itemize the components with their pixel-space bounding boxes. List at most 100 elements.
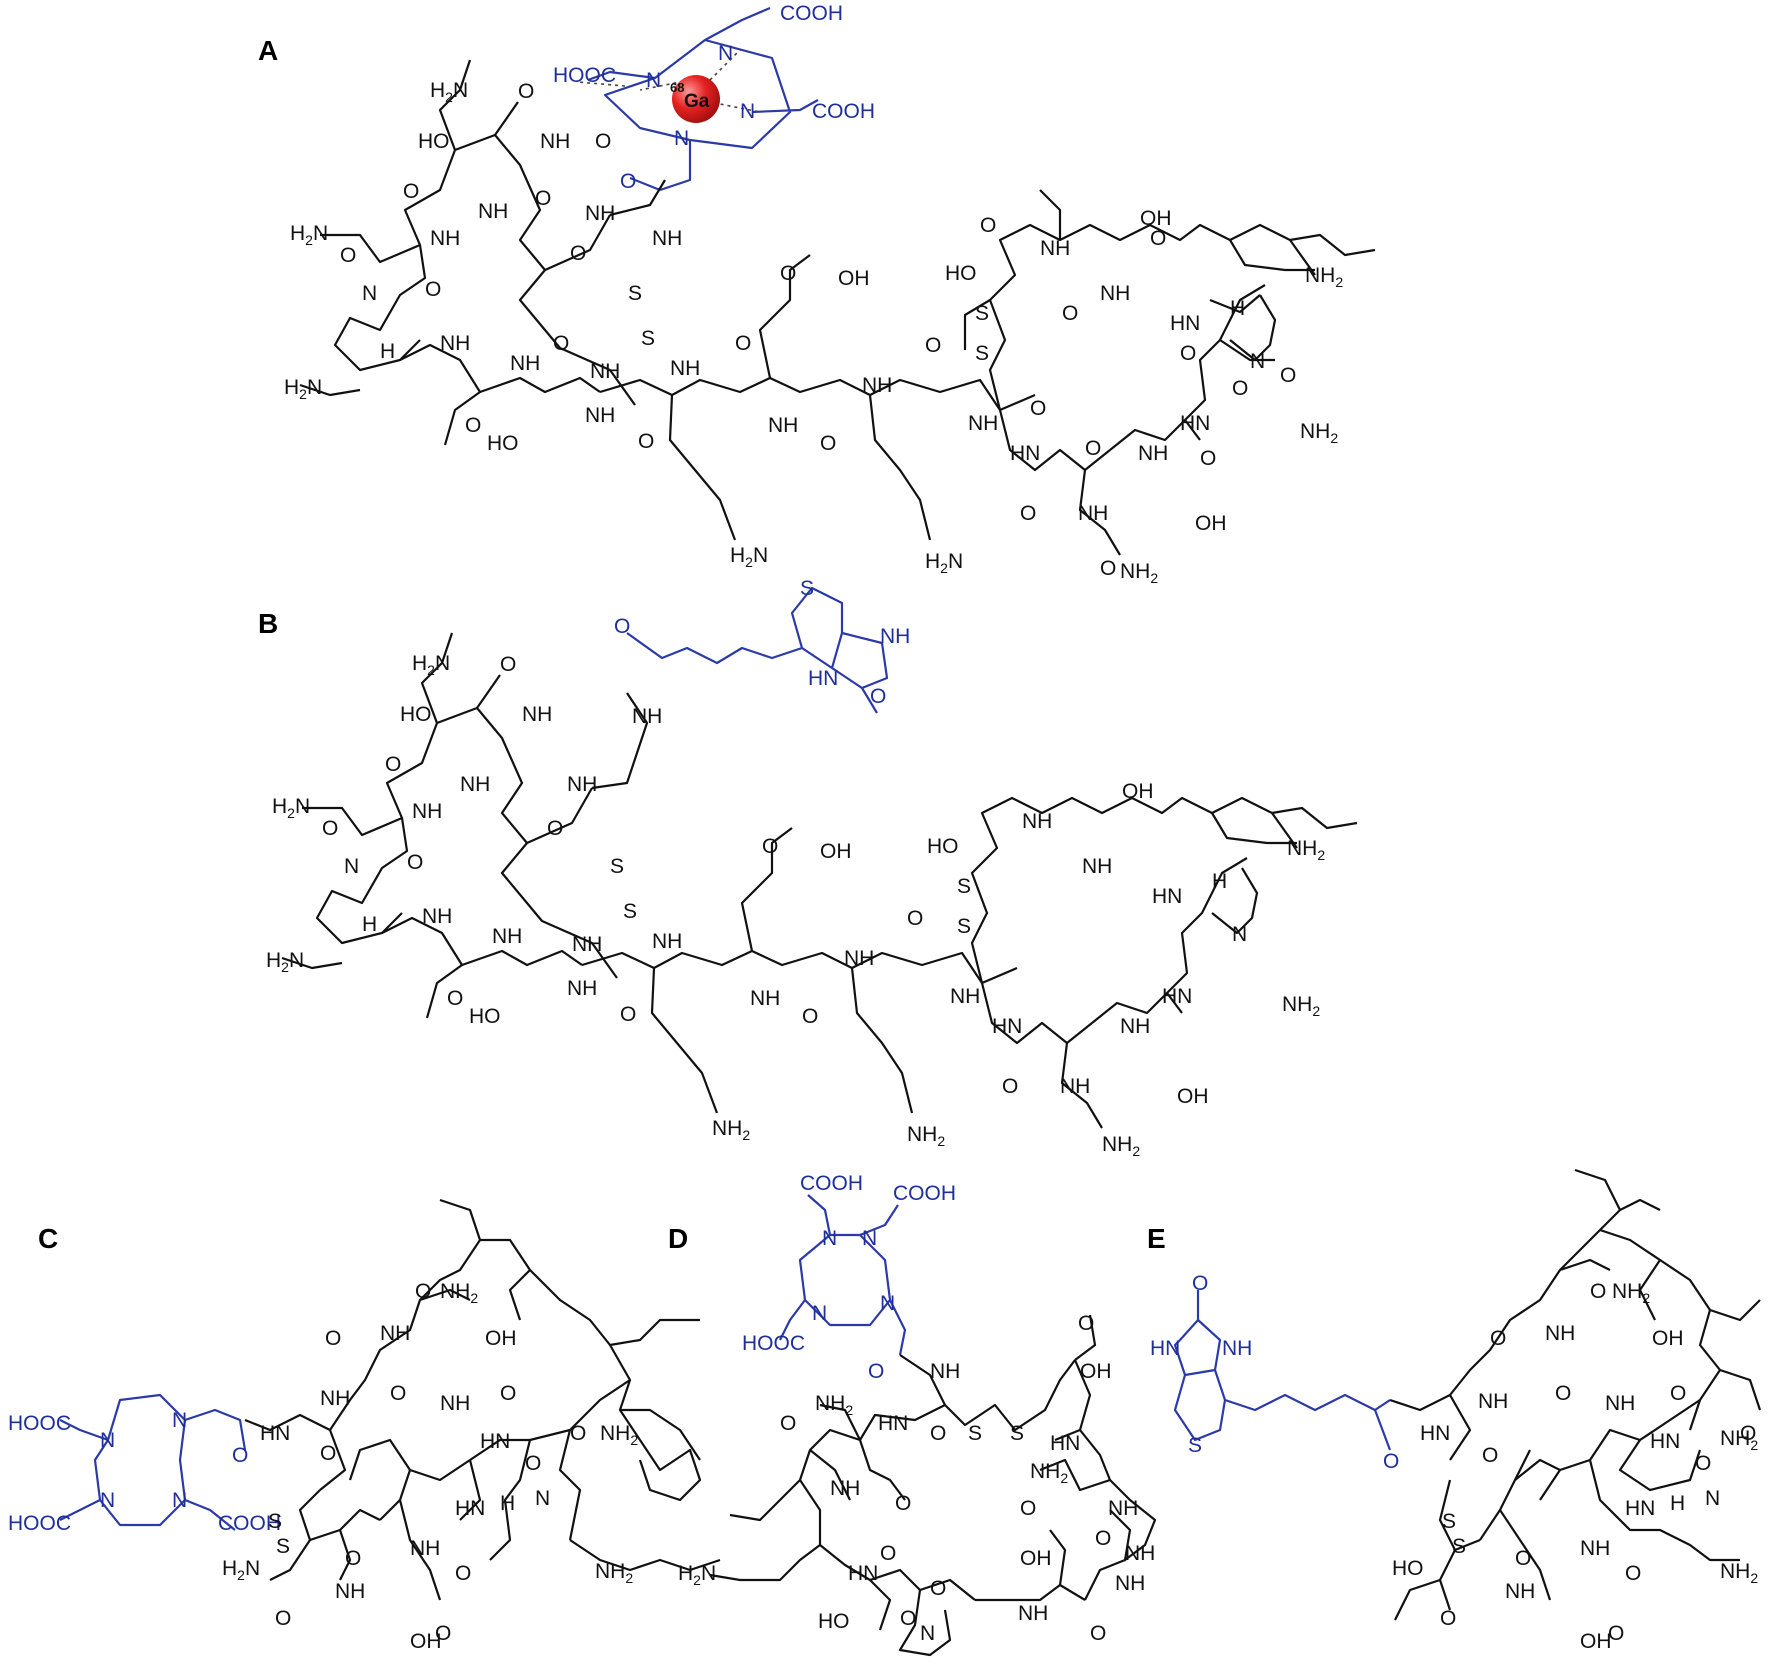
- atom-label: N: [646, 69, 661, 92]
- atom-label: O: [925, 334, 941, 357]
- atom-label: NH: [1478, 1390, 1508, 1413]
- atom-label: S: [623, 900, 637, 923]
- atom-label: O: [1192, 1272, 1208, 1295]
- atom-label: O: [232, 1444, 248, 1467]
- atom-label: NH2: [1720, 1560, 1758, 1586]
- atom-label: HN: [1625, 1497, 1655, 1520]
- atom-label: NH: [750, 987, 780, 1010]
- atom-label: H2N: [412, 652, 450, 678]
- panel-b-biotin-conjugate: S NH HN O O: [614, 577, 910, 714]
- atom-label: O: [340, 244, 356, 267]
- atom-label: N: [674, 127, 689, 150]
- atom-label: N: [920, 1622, 935, 1645]
- atom-label: HO: [418, 130, 450, 153]
- atom-label: O: [1078, 1312, 1094, 1335]
- atom-label: NH: [1222, 1337, 1252, 1360]
- atom-label: H: [1230, 297, 1245, 320]
- atom-label: H2N: [430, 79, 468, 105]
- atom-label: NH: [567, 977, 597, 1000]
- atom-label: NH: [522, 703, 552, 726]
- panel-c-dota-chelator: HOOC HOOC COOH N N N N O: [8, 1393, 281, 1535]
- panel-e-atom-labels: O NH2 O NH OH NH O NH O HN O HN O NH2 S …: [1392, 1280, 1758, 1653]
- atom-label: COOH: [893, 1182, 956, 1205]
- atom-label: S: [800, 577, 814, 600]
- atom-label: H: [1212, 870, 1227, 893]
- atom-label: NH: [830, 1477, 860, 1500]
- atom-label: H2N: [925, 550, 963, 576]
- atom-label: O: [435, 1622, 451, 1645]
- atom-label: HO: [487, 432, 519, 455]
- atom-label: O: [1740, 1422, 1756, 1445]
- atom-label: NH2: [600, 1422, 638, 1448]
- atom-label: O: [895, 1492, 911, 1515]
- atom-label: NH: [1078, 502, 1108, 525]
- atom-label: O: [1020, 502, 1036, 525]
- atom-label: N: [1250, 350, 1265, 373]
- atom-label: S: [628, 282, 642, 305]
- atom-label: HN: [1170, 312, 1200, 335]
- atom-label: O: [1590, 1280, 1606, 1303]
- atom-label: O: [518, 80, 534, 103]
- gallium-68-atom: 68 Ga: [670, 75, 720, 123]
- atom-label: H2N: [678, 1562, 716, 1588]
- panel-d-peptide-backbone: [709, 1314, 1157, 1657]
- atom-label: NH: [460, 773, 490, 796]
- atom-label: NH2: [440, 1280, 478, 1306]
- atom-label: OH: [1122, 780, 1154, 803]
- atom-label: H2N: [284, 376, 322, 402]
- atom-label: O: [1515, 1547, 1531, 1570]
- atom-label: N: [1232, 923, 1247, 946]
- atom-label: S: [1010, 1422, 1024, 1445]
- atom-label: NH: [422, 905, 452, 928]
- atom-label: S: [957, 875, 971, 898]
- atom-label: N: [880, 1292, 895, 1315]
- panel-d-atom-labels: NH NH2 O HN O S S OH O HN NH2 O NH O NH …: [678, 1312, 1155, 1645]
- atom-label: O: [620, 1003, 636, 1026]
- panel-label-d: D: [668, 1223, 688, 1254]
- atom-label: NH: [670, 357, 700, 380]
- panel-a-atom-labels: H2N O HO NH O O NH O NH NH H2N NH O O N …: [284, 79, 1343, 586]
- atom-label: NH: [1060, 1075, 1090, 1098]
- atom-label: O: [325, 1327, 341, 1350]
- atom-label: O: [403, 180, 419, 203]
- atom-label: H2N: [290, 222, 328, 248]
- atom-label: HOOC: [8, 1412, 71, 1435]
- atom-label: O: [1490, 1327, 1506, 1350]
- atom-label: O: [1100, 557, 1116, 580]
- atom-label: O: [780, 1412, 796, 1435]
- atom-label: HO: [400, 703, 432, 726]
- atom-label: OH: [1080, 1360, 1112, 1383]
- atom-label: HO: [818, 1610, 850, 1633]
- atom-label: H: [362, 913, 377, 936]
- panel-label-e: E: [1147, 1223, 1166, 1254]
- atom-label: O: [880, 1542, 896, 1565]
- atom-label: N: [822, 1227, 837, 1250]
- atom-label: H: [500, 1492, 515, 1515]
- atom-label: HN: [848, 1562, 878, 1585]
- atom-label: O: [1150, 227, 1166, 250]
- atom-label: NH: [844, 947, 874, 970]
- atom-label: NH: [440, 1392, 470, 1415]
- atom-label: H2N: [272, 795, 310, 821]
- atom-label: NH: [410, 1537, 440, 1560]
- atom-label: NH: [585, 202, 615, 225]
- panel-a-peptide-backbone: [299, 59, 1376, 556]
- atom-label: O: [1232, 377, 1248, 400]
- atom-label: O: [500, 653, 516, 676]
- atom-label: O: [570, 1422, 586, 1445]
- atom-label: NH: [1108, 1497, 1138, 1520]
- atom-label: O: [1695, 1452, 1711, 1475]
- atom-label: N: [172, 1489, 187, 1512]
- atom-label: HO: [945, 262, 977, 285]
- atom-label: HN: [260, 1422, 290, 1445]
- atom-label: HO: [469, 1005, 501, 1028]
- atom-label: O: [620, 170, 636, 193]
- atom-label: NH: [950, 985, 980, 1008]
- atom-label: S: [975, 342, 989, 365]
- panel-d-structure: COOH COOH HOOC N N N N O: [678, 1172, 1157, 1657]
- atom-label: S: [1442, 1510, 1456, 1533]
- atom-label: HN: [808, 667, 838, 690]
- atom-label: HO: [927, 835, 959, 858]
- atom-label: NH2: [1305, 264, 1343, 290]
- atom-label: N: [100, 1429, 115, 1452]
